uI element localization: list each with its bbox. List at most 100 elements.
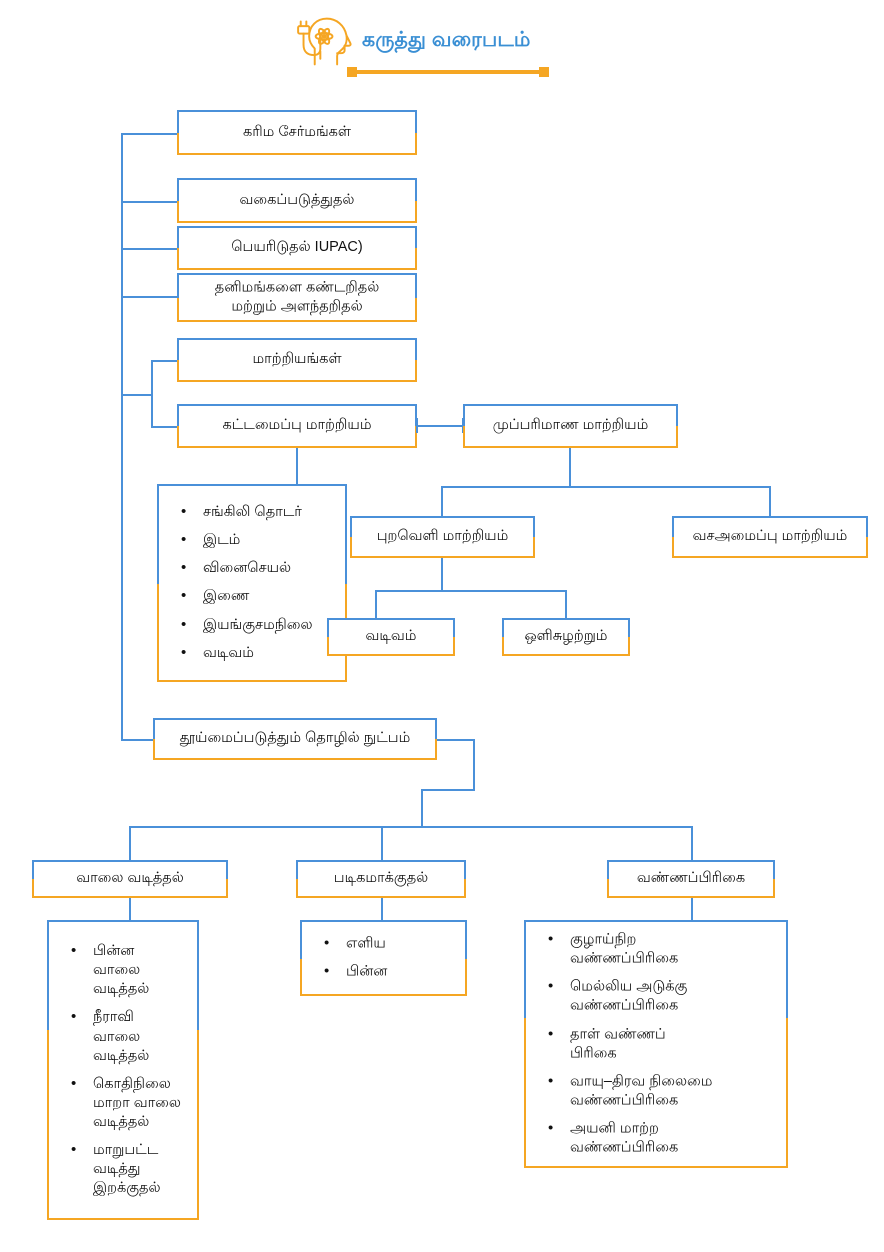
node-crystallisation[interactable]: படிகமாக்குதல் — [296, 860, 466, 898]
node-label: பெயரிடுதல் IUPAC) — [231, 239, 363, 256]
node-edge-left-blue — [327, 618, 329, 637]
node-edge-top — [153, 718, 437, 720]
connector-to-purification — [121, 739, 153, 741]
node-edge-left-blue — [350, 516, 352, 537]
connector-to-geometric — [441, 486, 443, 516]
node-edge-top — [32, 860, 228, 862]
node-edge-left-orange — [32, 879, 34, 898]
node-label: வகைப்படுத்துதல் — [239, 191, 355, 208]
header-underline — [347, 67, 549, 77]
connector-crystallisation-drop — [381, 898, 383, 920]
node-edge-top — [607, 860, 775, 862]
node-edge-left-orange — [607, 879, 609, 898]
node-edge-left-orange — [153, 739, 155, 760]
node-edge-right-blue — [533, 516, 535, 537]
node-edge-bottom — [32, 896, 228, 898]
node-edge-top — [177, 178, 417, 180]
node-edge-right-blue — [415, 273, 417, 298]
node-edge-bottom — [463, 446, 678, 448]
node-edge-right-blue — [435, 718, 437, 739]
node-label: வாலை வடித்தல் — [76, 870, 184, 887]
list-crystallisation-types[interactable]: எளியபின்ன — [300, 920, 467, 996]
connector-structural-to-list — [296, 448, 298, 484]
node-distillation[interactable]: வாலை வடித்தல் — [32, 860, 228, 898]
node-edge-top — [177, 404, 417, 406]
node-edge-left-blue — [32, 860, 34, 879]
list-distillation-types[interactable]: பின்னவாலைவடித்தல்நீராவிவாலைவடித்தல்கொதிந… — [47, 920, 199, 1220]
connector-to-classification — [121, 201, 177, 203]
node-label: வடிவம் — [365, 628, 417, 645]
list-item: கொதிநிலைமாறா வாலைவடித்தல் — [47, 1073, 199, 1132]
connector-to-chromatography — [691, 826, 693, 860]
list-edge-bottom — [524, 1166, 788, 1168]
node-edge-right-blue — [415, 178, 417, 201]
node-label: கட்டமைப்பு மாற்றியம் — [222, 417, 372, 434]
node-edge-right-blue — [415, 226, 417, 248]
node-edge-left-orange — [177, 298, 179, 322]
node-label: ஒளிசுழற்றும் — [524, 628, 608, 645]
brain-head-atom-plug-icon — [297, 17, 352, 66]
node-edge-left-orange — [327, 637, 329, 656]
connector-to-naming — [121, 248, 177, 250]
node-edge-left-orange — [296, 879, 298, 898]
node-edge-left-blue — [153, 718, 155, 739]
list-item: தாள் வண்ணப்பிரிகை — [524, 1024, 788, 1063]
node-optical-activity[interactable]: ஒளிசுழற்றும் — [502, 618, 630, 656]
list-edge-top — [300, 920, 467, 922]
connector-spine-to-isomer-spine — [121, 394, 153, 396]
node-iupac-naming[interactable]: பெயரிடுதல் IUPAC) — [177, 226, 417, 270]
list-chromatography-types[interactable]: குழாய்நிறவண்ணப்பிரிகைமெல்லிய அடுக்குவண்ண… — [524, 920, 788, 1168]
connector-structural-to-stereo — [417, 425, 463, 427]
node-isomers[interactable]: மாற்றியங்கள் — [177, 338, 417, 382]
node-label: வசஅமைப்பு மாற்றியம் — [692, 528, 848, 545]
list-edge-bottom — [157, 680, 347, 682]
node-label: முப்பரிமாண மாற்றியம் — [492, 417, 649, 434]
node-structural-isomer[interactable]: கட்டமைப்பு மாற்றியம் — [177, 404, 417, 448]
node-chromatography[interactable]: வண்ணப்பிரிகை — [607, 860, 775, 898]
node-shape[interactable]: வடிவம் — [327, 618, 455, 656]
node-edge-right-blue — [226, 860, 228, 879]
node-edge-left-orange — [350, 537, 352, 558]
node-edge-left-blue — [177, 178, 179, 201]
list-edge-top — [47, 920, 199, 922]
list-edge-right-blue — [786, 920, 788, 1018]
node-stereo-isomer[interactable]: முப்பரிமாண மாற்றியம் — [463, 404, 678, 448]
list-item: நீராவிவாலைவடித்தல் — [47, 1007, 199, 1065]
node-edge-bottom — [177, 268, 417, 270]
node-classification[interactable]: வகைப்படுத்துதல் — [177, 178, 417, 223]
node-label: தூய்மைப்படுத்தும் தொழில் நுட்பம் — [179, 730, 411, 747]
node-edge-right-blue — [415, 404, 417, 426]
connector-to-shape — [375, 590, 377, 618]
node-edge-right-orange — [866, 537, 868, 558]
node-edge-right-orange — [773, 879, 775, 898]
connector-to-detection — [121, 296, 177, 298]
page-header: கருத்து வரைபடம் — [0, 8, 884, 78]
node-edge-right-orange — [435, 739, 437, 760]
node-geometric-isomer[interactable]: புறவெளி மாற்றியம் — [350, 516, 535, 558]
connector-chromatography-drop — [691, 898, 693, 920]
connector-to-crystallisation — [381, 826, 383, 860]
header-underline-cap-left — [347, 67, 357, 77]
node-edge-right-orange — [226, 879, 228, 898]
node-edge-bottom — [296, 896, 466, 898]
list-item: குழாய்நிறவண்ணப்பிரிகை — [524, 929, 788, 968]
node-purification-technique[interactable]: தூய்மைப்படுத்தும் தொழில் நுட்பம் — [153, 718, 437, 760]
node-edge-top — [177, 110, 417, 112]
node-edge-left-orange — [177, 201, 179, 223]
node-edge-bottom — [177, 446, 417, 448]
node-edge-left-blue — [463, 404, 465, 426]
node-edge-left-blue — [607, 860, 609, 879]
page-title: கருத்து வரைபடம் — [362, 27, 531, 51]
list-item: வடிவம் — [157, 643, 347, 663]
node-element-detection[interactable]: தனிமங்களை கண்டறிதல் மற்றும் அளந்தறிதல் — [177, 273, 417, 322]
header-content: கருத்து வரைபடம் — [296, 14, 531, 70]
list-structural-isomer-types[interactable]: சங்கிலி தொடர்இடம்வினைசெயல்இணைஇயங்குசமநில… — [157, 484, 347, 682]
node-edge-right-orange — [415, 248, 417, 270]
list-items: குழாய்நிறவண்ணப்பிரிகைமெல்லிய அடுக்குவண்ண… — [524, 929, 788, 1157]
node-conformational-isomer[interactable]: வசஅமைப்பு மாற்றியம் — [672, 516, 868, 558]
node-edge-right-orange — [415, 298, 417, 322]
node-edge-left-blue — [177, 273, 179, 298]
node-edge-bottom — [502, 654, 630, 656]
node-organic-compounds[interactable]: கரிம சேர்மங்கள் — [177, 110, 417, 155]
